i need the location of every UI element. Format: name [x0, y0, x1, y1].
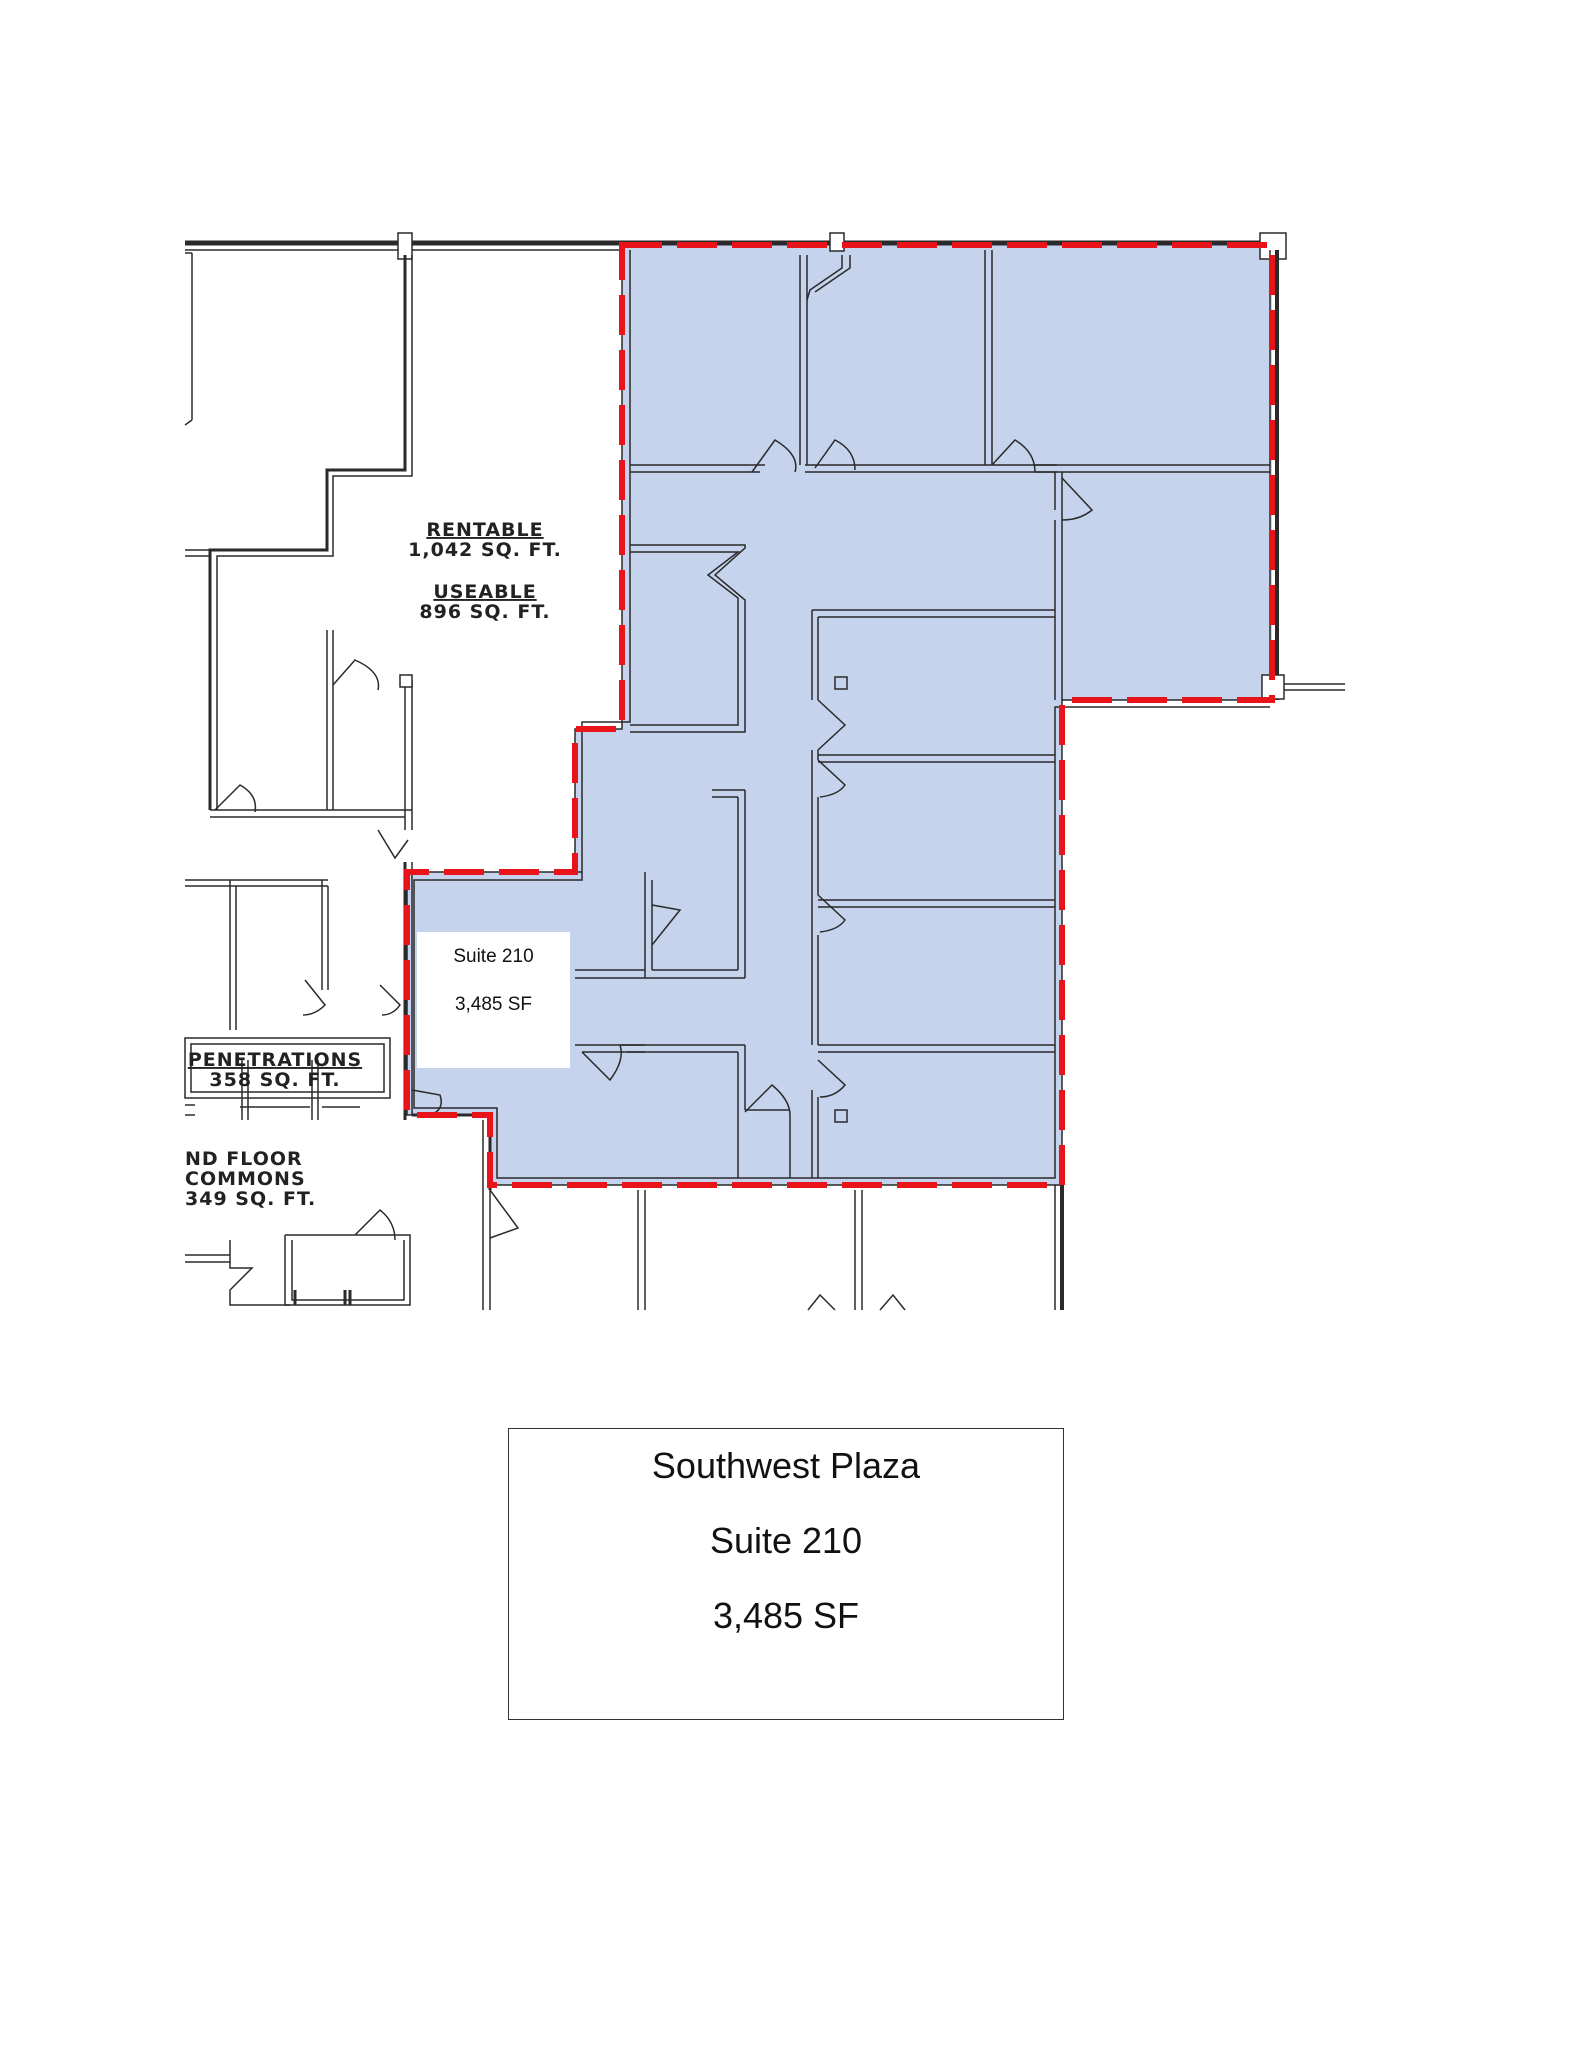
lower-adjacent-walls: [637, 1185, 1064, 1311]
suite-210-interior-walls: [406, 250, 1270, 1186]
rentable-label: RENTABLE: [426, 519, 543, 541]
commons-label-line1: ND FLOOR: [185, 1148, 303, 1170]
info-property-name: Southwest Plaza: [651, 1445, 921, 1486]
suite-overlay-name: Suite 210: [453, 946, 534, 967]
rentable-value: 1,042 SQ. FT.: [408, 539, 562, 561]
info-box: Southwest Plaza Suite 210 3,485 SF: [508, 1428, 1064, 1720]
suite-210-boundary: [404, 242, 1275, 1188]
info-suite-area: 3,485 SF: [712, 1595, 860, 1636]
commons-value: 349 SQ. FT.: [185, 1188, 316, 1210]
commons-label-line2: COMMONS: [185, 1168, 306, 1190]
suite-overlay-area: 3,485 SF: [454, 994, 533, 1015]
penetrations-label: PENETRATIONS: [188, 1049, 362, 1071]
suite-overlay-label: Suite 210 3,485 SF: [417, 932, 570, 1068]
penetrations-value: 358 SQ. FT.: [209, 1069, 340, 1091]
useable-label: USEABLE: [433, 581, 536, 603]
info-suite-number: Suite 210: [709, 1520, 863, 1561]
useable-value: 896 SQ. FT.: [419, 601, 550, 623]
